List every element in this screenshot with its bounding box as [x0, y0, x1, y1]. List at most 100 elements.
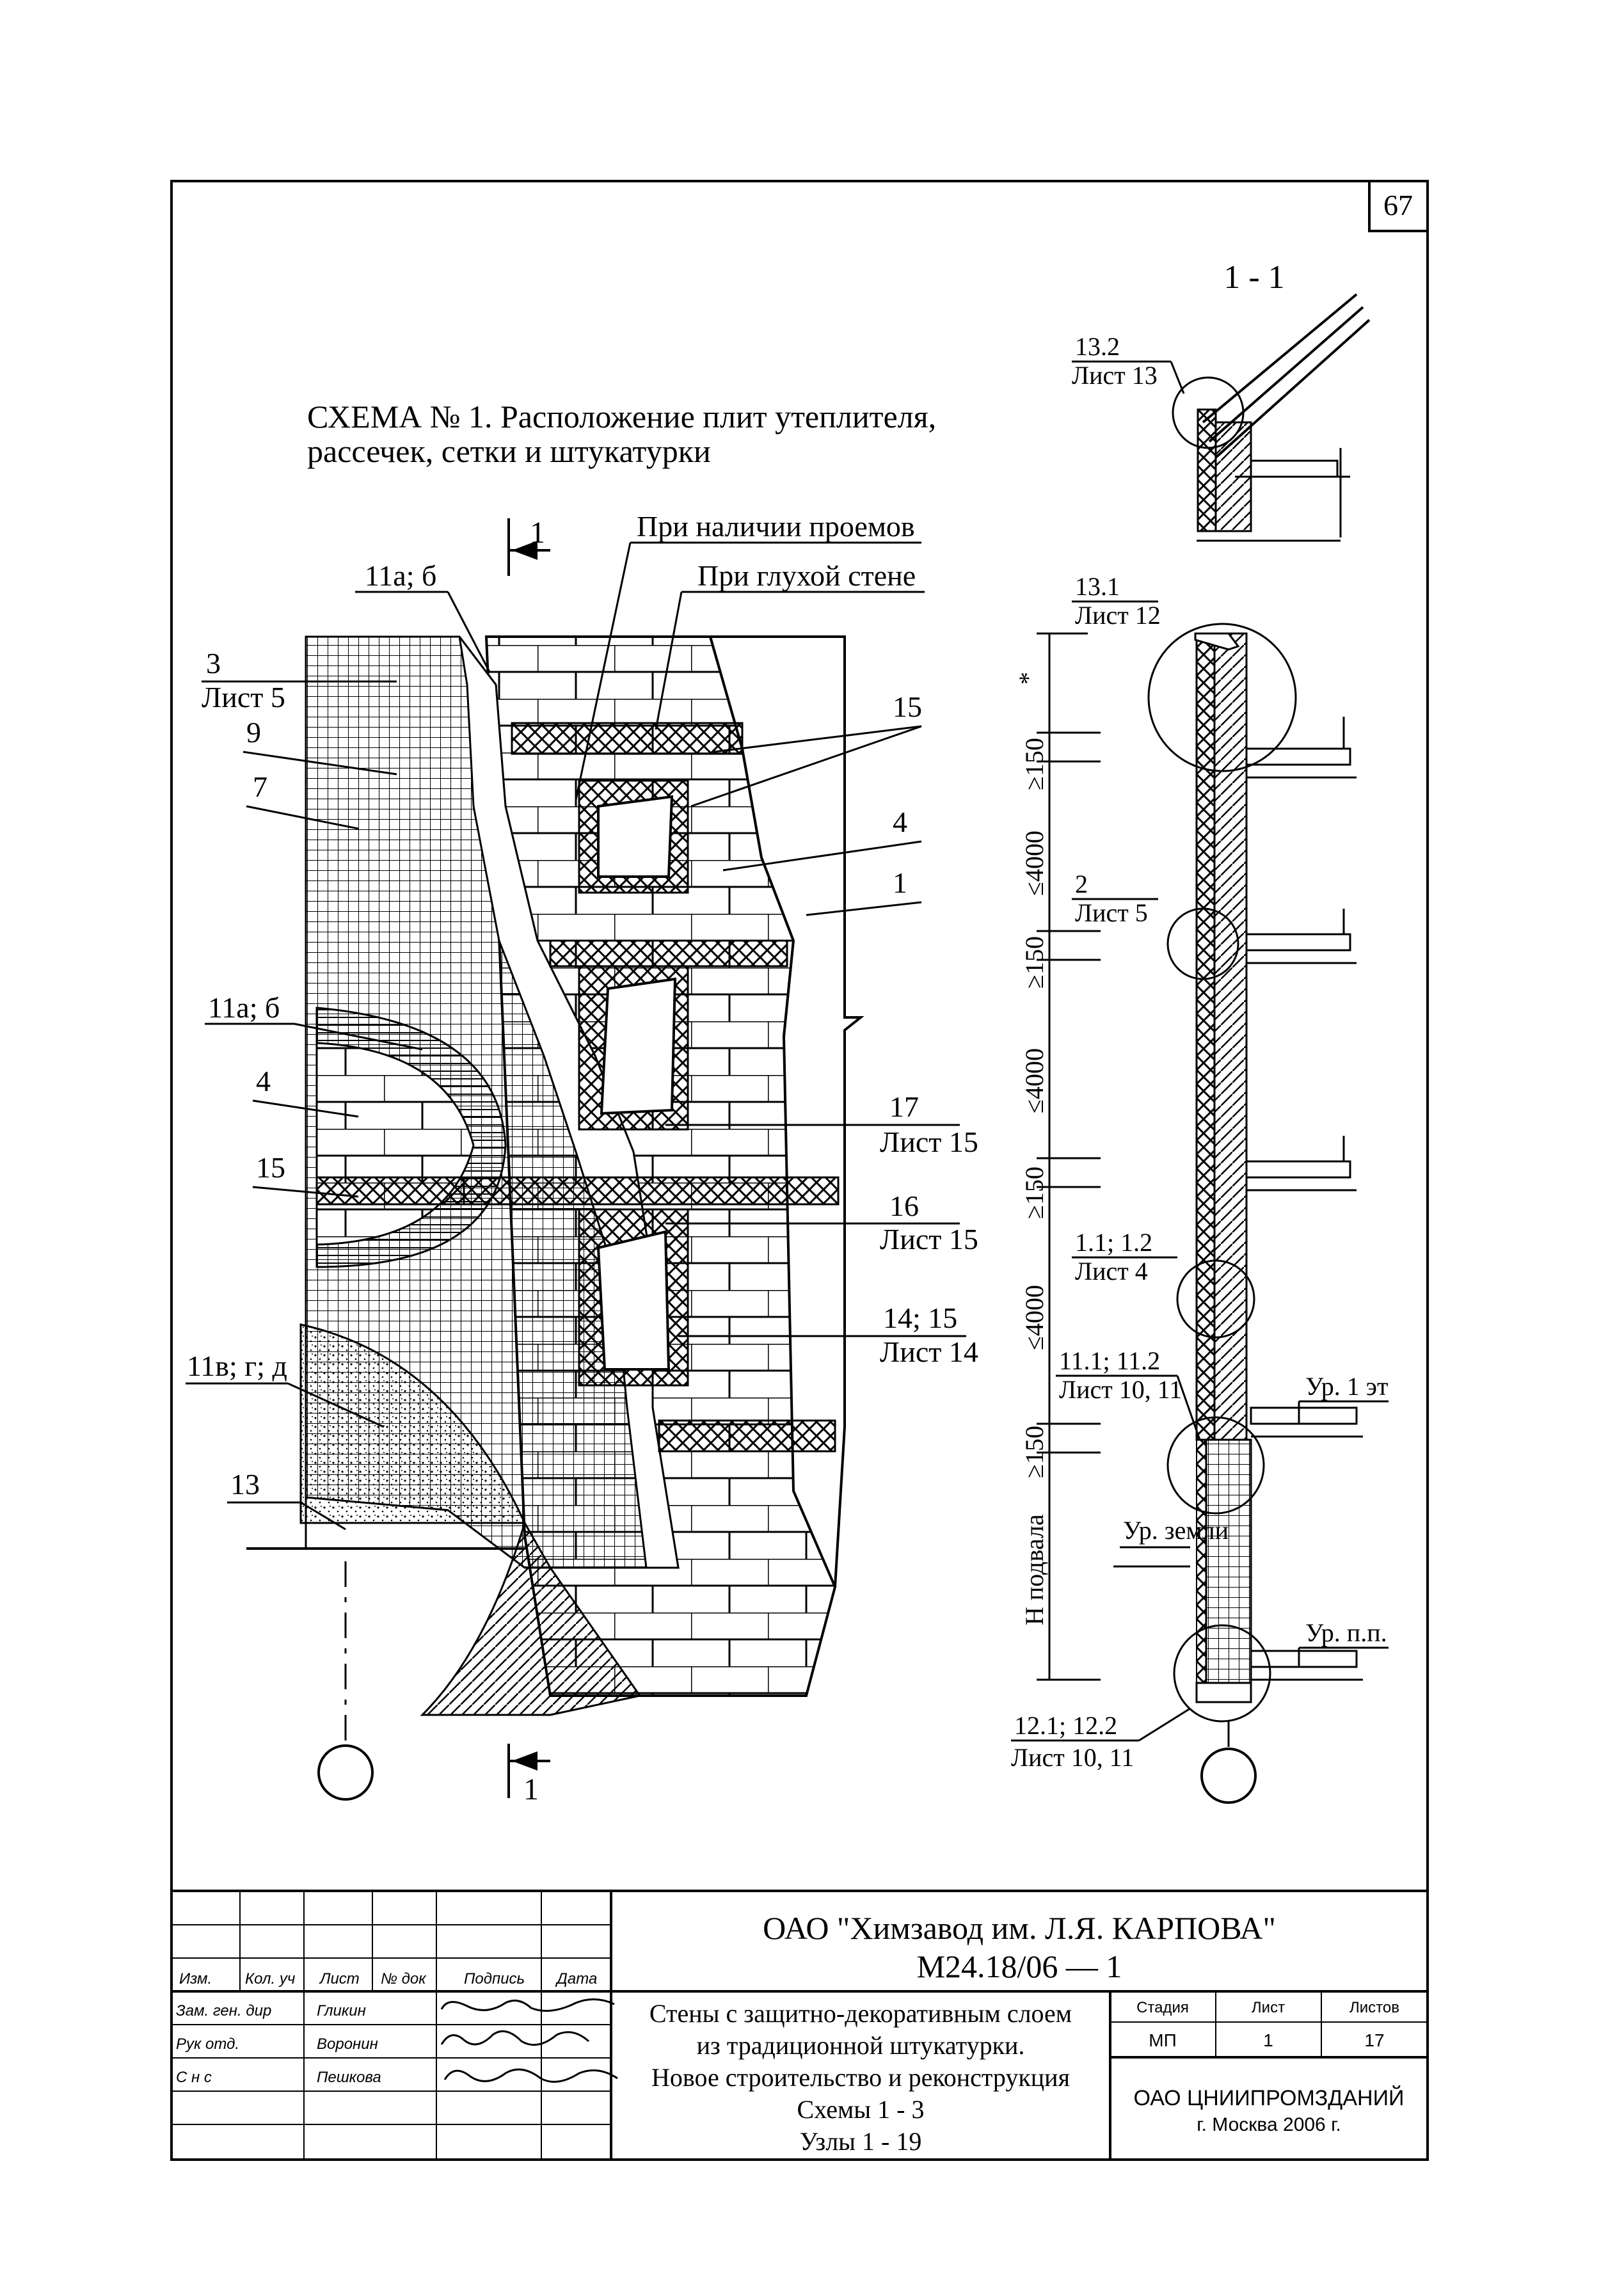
- section-parapet: [1194, 632, 1240, 651]
- label-15-top: 15: [893, 690, 922, 723]
- floor-slabs: [1245, 717, 1363, 1681]
- leader-15-top-a: [713, 725, 922, 753]
- leader-9: [243, 751, 397, 776]
- roof-slab: [1235, 459, 1350, 478]
- sheets-value: 17: [1364, 2030, 1384, 2050]
- firebreak-strip-4: [658, 1419, 836, 1453]
- label-16-sheet: Лист 15: [880, 1223, 978, 1255]
- hdr-sign: Подпись: [464, 1970, 525, 1987]
- doc-code: М24.18/06 — 1: [917, 1948, 1122, 1984]
- label-17-sheet: Лист 15: [880, 1126, 978, 1158]
- issuer-line1: ОАО ЦНИИПРОМЗДАНИЙ: [1134, 2086, 1405, 2110]
- section-mark-top-label: 1: [530, 516, 545, 550]
- label-16: 16: [889, 1190, 919, 1222]
- section-insulation: [1195, 632, 1216, 1441]
- dim-150-b: ≥150: [1020, 936, 1049, 989]
- dim-4000-a: ≤4000: [1020, 831, 1049, 896]
- org-title: ОАО "Химзавод им. Л.Я. КАРПОВА": [763, 1910, 1276, 1946]
- dimension-labels: * ≥150 ≤4000 ≥150 ≤4000 ≥150 ≤4000 ≥150 …: [1014, 672, 1049, 1625]
- dim-basement: Н подвала: [1020, 1514, 1049, 1625]
- signature-1: [440, 1998, 615, 2012]
- callout-circle-2: [1166, 907, 1239, 980]
- hdr-ndoc: № док: [381, 1970, 427, 1987]
- facade-labels: При наличии проемов При глухой стене 11а…: [186, 510, 978, 1531]
- plaster-layer-1: [708, 635, 864, 1588]
- basement-masonry: [1205, 1438, 1252, 1684]
- firebreak-strip-2: [549, 939, 788, 968]
- callout-2-sheet: Лист 5: [1075, 898, 1148, 927]
- section-diagram: 1 - 1 13.2 Лист 13: [1011, 259, 1389, 1804]
- sheet-frame: [170, 180, 1429, 2161]
- section-mark-bottom-label: 1: [523, 1772, 539, 1806]
- roof-wall-insulation: [1197, 408, 1217, 532]
- callout-111: 11.1; 11.2: [1059, 1346, 1160, 1375]
- name-2: Воронин: [317, 2035, 378, 2053]
- hdr-list: Лист: [319, 1970, 360, 1987]
- label-13: 13: [230, 1468, 260, 1501]
- label-17: 17: [889, 1090, 919, 1123]
- label-9: 9: [246, 716, 261, 749]
- stage-value: МП: [1149, 2030, 1176, 2050]
- section-axis-marker: [1200, 1748, 1257, 1804]
- sheet-header: Лист: [1252, 1999, 1285, 2016]
- label-3: 3: [206, 647, 221, 680]
- leader-4-left: [252, 1099, 359, 1118]
- leader-openings: [575, 542, 632, 801]
- sheets-header: Листов: [1349, 1999, 1399, 2016]
- dim-4000-b: ≤4000: [1020, 1048, 1049, 1113]
- dim-4000-c: ≤4000: [1020, 1285, 1049, 1350]
- callout-131-sheet: Лист 12: [1075, 601, 1161, 630]
- callout-131: 13.1: [1075, 572, 1120, 601]
- reveal-insulation: [315, 1176, 465, 1206]
- leader-11ab-top: [447, 591, 491, 673]
- firebreak-strip-1: [511, 722, 744, 755]
- section-title: 1 - 1: [1223, 259, 1284, 296]
- name-3: Пешкова: [317, 2069, 381, 2086]
- label-list5: Лист 5: [202, 681, 285, 713]
- hdr-kol: Кол. уч: [245, 1970, 295, 1987]
- label-11ab-mid: 11а; б: [208, 991, 280, 1024]
- callout-132: 13.2: [1075, 332, 1120, 361]
- label-4-left: 4: [256, 1065, 271, 1097]
- callout-121-sheet: Лист 10, 11: [1011, 1743, 1134, 1772]
- scheme-title-line1: СХЕМА № 1. Расположение плит утеплителя,: [307, 399, 936, 434]
- signature-2: [440, 2030, 589, 2046]
- leader-7: [246, 805, 359, 830]
- desc-line2: из традиционной штукатурки.: [697, 2031, 1025, 2060]
- leader-4-right: [722, 840, 922, 872]
- desc-line3: Новое строительство и реконструкция: [651, 2063, 1070, 2092]
- callout-112: 1.1; 1.2: [1075, 1228, 1152, 1257]
- label-15-left: 15: [256, 1151, 285, 1184]
- section-arrow-top: [512, 541, 537, 560]
- label-11vgd: 11в; г; д: [187, 1350, 287, 1382]
- leader-11vgd: [287, 1382, 385, 1428]
- window-opening-1: [597, 795, 674, 878]
- level-floor1: Ур. 1 эт: [1305, 1372, 1388, 1401]
- section-arrow-bottom: [512, 1751, 537, 1771]
- leader-blank-wall: [655, 591, 683, 730]
- desc-line4: Схемы 1 - 3: [797, 2095, 925, 2124]
- stage-header: Стадия: [1136, 1999, 1189, 2016]
- label-openings: При наличии проемов: [637, 510, 915, 543]
- role-3: С н с: [176, 2069, 212, 2086]
- desc-line1: Стены с защитно-декоративным слоем: [649, 1999, 1072, 2028]
- issuer-line2: г. Москва 2006 г.: [1197, 2114, 1341, 2135]
- page-number-box: [1368, 180, 1429, 232]
- name-1: Гликин: [317, 2002, 366, 2019]
- callout-112-sheet: Лист 4: [1075, 1257, 1148, 1286]
- basement-footing: [1195, 1682, 1252, 1703]
- role-2: Рук отд.: [176, 2035, 239, 2053]
- desc-line5: Узлы 1 - 19: [800, 2127, 922, 2156]
- label-7: 7: [253, 770, 267, 803]
- dim-150-c: ≥150: [1020, 1167, 1049, 1219]
- callout-111-sheet: Лист 10, 11: [1059, 1375, 1182, 1404]
- basement-insulation: [1196, 1439, 1207, 1684]
- plinth-bricks: [420, 1520, 642, 1716]
- leader-1: [806, 901, 922, 916]
- dim-star: *: [1014, 672, 1042, 685]
- leader-13: [300, 1501, 346, 1531]
- callout-121-leader: [1138, 1707, 1191, 1742]
- callout-circle-112: [1176, 1259, 1255, 1339]
- role-1: Зам. ген. дир: [176, 2002, 271, 2019]
